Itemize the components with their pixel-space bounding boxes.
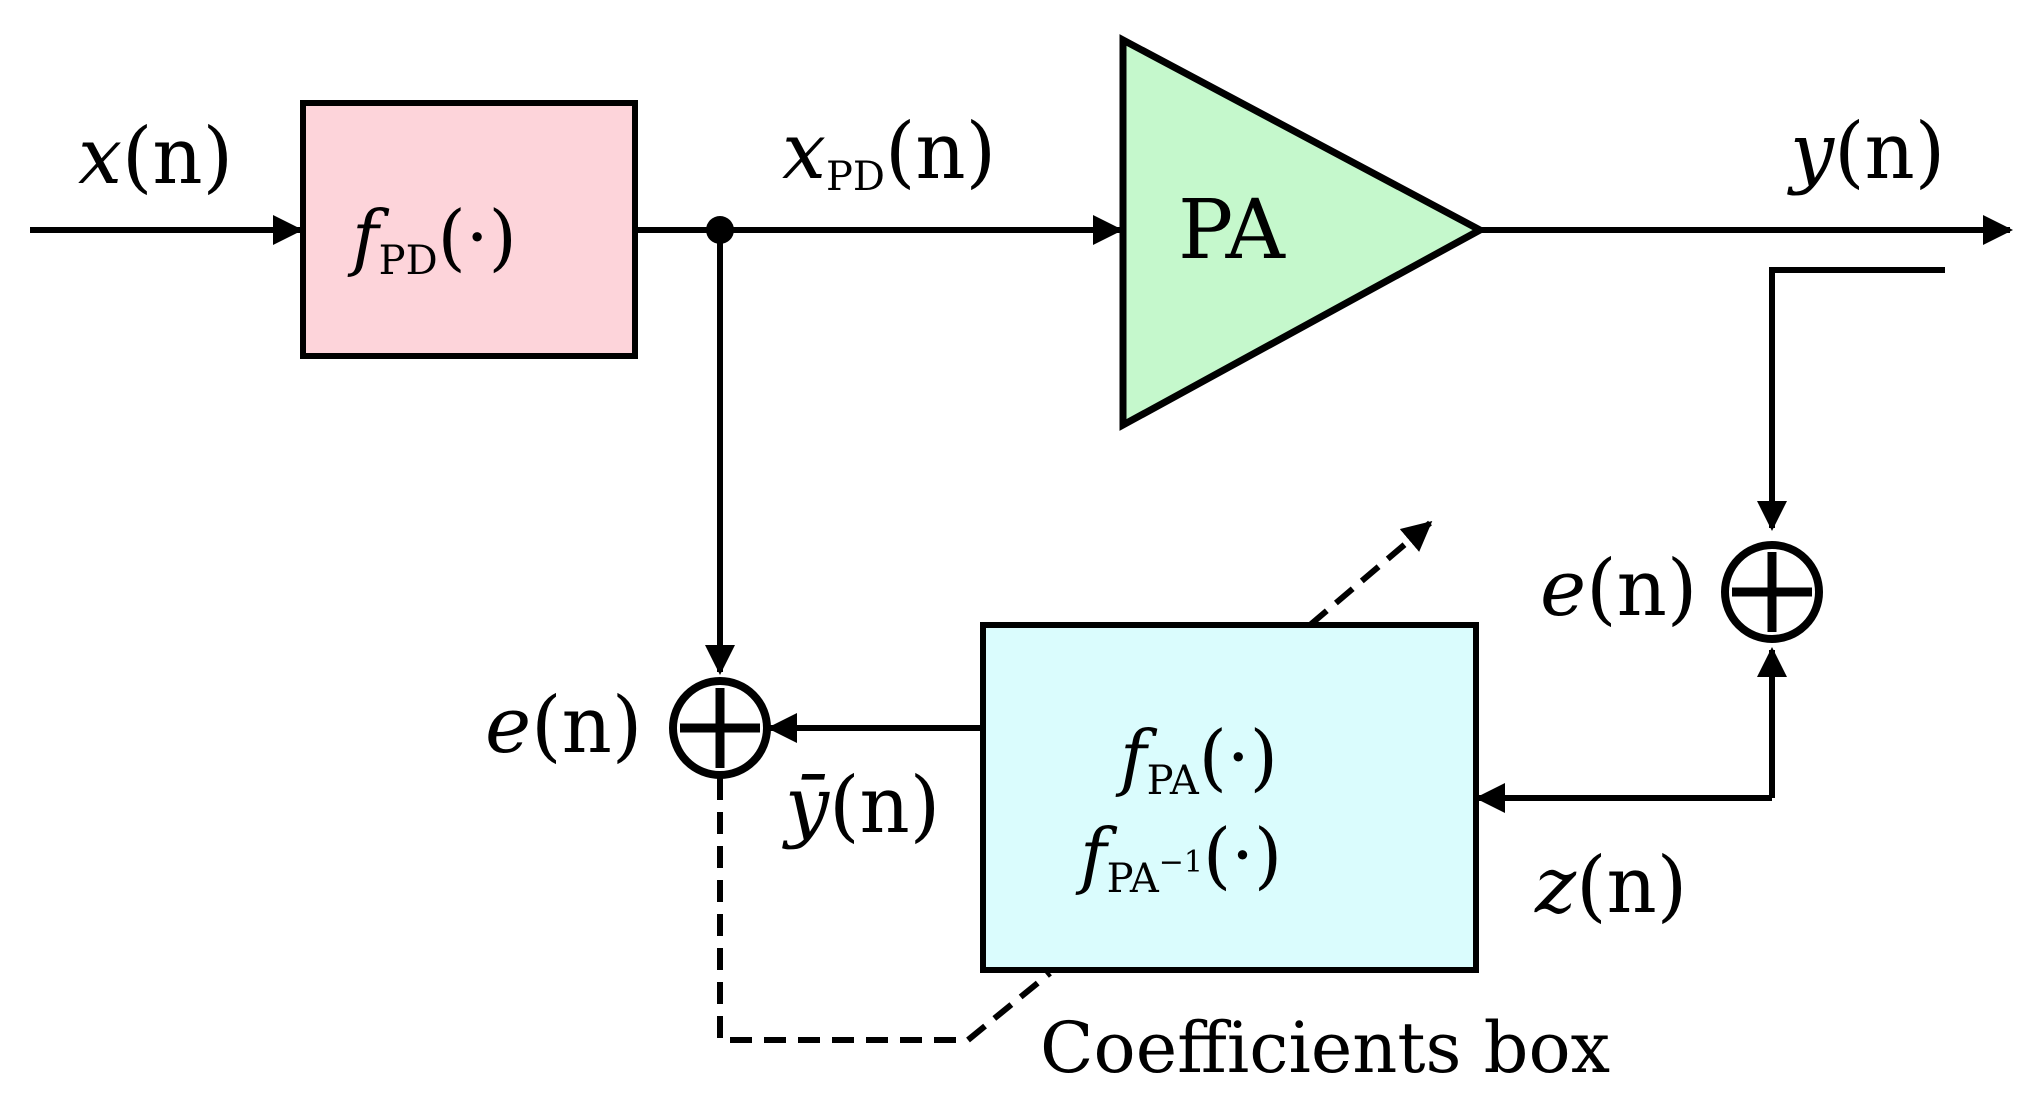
adaptation-dashed-arrow xyxy=(1308,520,1433,628)
predistorted-signal-label: xPD(n) xyxy=(782,107,996,200)
predistorter-block xyxy=(300,100,638,359)
coefficients-box xyxy=(980,622,1479,973)
adaptation-dashed-path xyxy=(717,778,1052,1043)
input-signal-label: x(n) xyxy=(78,112,233,202)
observation-path xyxy=(1757,267,1945,531)
estimate-signal-label: ȳ(n) xyxy=(782,761,940,851)
output-signal-label: y(n) xyxy=(1787,107,1945,197)
coeff-fn2-label: fPA−1(·) xyxy=(1075,813,1282,902)
coefficients-box-label: Coefficients box xyxy=(1040,1007,1610,1089)
error-label-left: e(n) xyxy=(485,681,642,771)
feedback-signal-label: z(n) xyxy=(1534,841,1687,931)
right-summer xyxy=(1721,541,1823,643)
pa-label: PA xyxy=(1178,183,1287,278)
pa-triangle xyxy=(1119,34,1488,431)
error-label-right: e(n) xyxy=(1540,544,1697,634)
left-summer xyxy=(669,677,771,779)
